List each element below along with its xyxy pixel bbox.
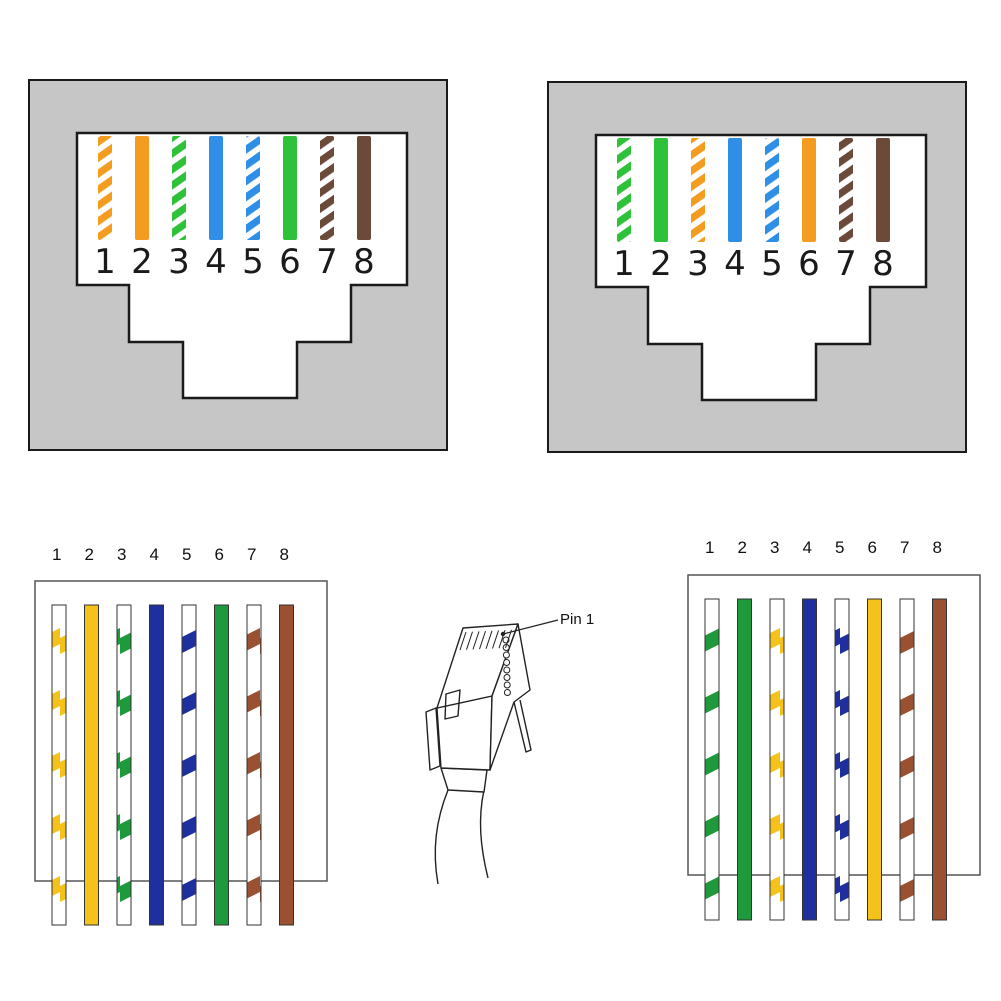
jack-contact-8 — [876, 138, 890, 242]
jack-pin-number: 7 — [316, 242, 338, 282]
wire-number: 7 — [247, 545, 256, 564]
jack-contact-5 — [765, 138, 779, 242]
plug-contact-dot — [503, 674, 511, 681]
jack-contact-4 — [728, 138, 742, 242]
cable-frame — [34, 580, 328, 882]
rj45-plug-illustration — [425, 619, 559, 885]
wire-number: 6 — [215, 545, 224, 564]
wire-6 — [214, 604, 229, 926]
wire-number: 2 — [738, 538, 747, 557]
plug-body-side — [489, 623, 531, 771]
jack-contact-3 — [172, 136, 186, 240]
plug-contact-dot — [503, 681, 511, 689]
plug-boot — [440, 767, 488, 793]
cable-wiring-left: 1 2 3 4 5 6 7 8 — [34, 545, 328, 926]
wire-2 — [737, 598, 752, 921]
plug-contact-dot — [503, 666, 511, 674]
wire-number: 8 — [280, 545, 289, 564]
wire-number: 6 — [868, 538, 877, 557]
jack-pin-number: 8 — [872, 244, 894, 284]
jack-contact-1 — [98, 136, 112, 240]
wire-number: 4 — [150, 545, 159, 564]
plug-contact-slot — [472, 631, 480, 650]
wire-8 — [932, 598, 947, 921]
wire-number: 8 — [933, 538, 942, 557]
pin1-callout-dot — [500, 631, 506, 637]
plug-contacts — [459, 629, 512, 696]
jack-pin-number: 5 — [242, 242, 264, 282]
jack-contact-6 — [283, 136, 297, 240]
jack-contact-7 — [839, 138, 853, 242]
wire-number: 3 — [117, 545, 126, 564]
wire-7 — [246, 604, 262, 926]
jack-pin-number: 1 — [94, 242, 116, 282]
wire-8 — [279, 604, 294, 926]
wire-4 — [802, 598, 817, 921]
wire-1 — [704, 598, 720, 921]
wire-7 — [899, 598, 915, 921]
wire-4 — [149, 604, 164, 926]
wire-number: 1 — [705, 538, 714, 557]
jack-pin-number: 4 — [724, 244, 746, 284]
jack-contact-3 — [691, 138, 705, 242]
plug-contact-slot — [485, 630, 493, 649]
jack-pin-number: 2 — [650, 244, 672, 284]
wire-1 — [51, 604, 67, 926]
wire-number: 4 — [803, 538, 812, 557]
plug-latch-left — [425, 707, 441, 771]
wire-number: 7 — [900, 538, 909, 557]
jack-pin-number: 6 — [798, 244, 820, 284]
wire-6 — [867, 598, 882, 921]
jack-pin-number: 3 — [168, 242, 190, 282]
cable-wiring-right: 1 2 3 4 5 6 7 8 — [687, 538, 981, 921]
plug-contact-slot — [459, 631, 467, 651]
plug-contact-slot — [492, 630, 499, 649]
wire-5 — [834, 598, 850, 921]
pin1-callout-line — [502, 619, 559, 635]
plug-cable — [434, 789, 489, 885]
jack-contact-8 — [357, 136, 371, 240]
wire-number: 2 — [85, 545, 94, 564]
wire-2 — [84, 604, 99, 926]
jack-contact-5 — [246, 136, 260, 240]
jack-contact-1 — [617, 138, 631, 242]
jack-pin-number: 3 — [687, 244, 709, 284]
jack-pin-number: 7 — [835, 244, 857, 284]
jack-contact-2 — [135, 136, 149, 240]
jack-contact-7 — [320, 136, 334, 240]
jack-contact-6 — [802, 138, 816, 242]
plug-contact-slot — [466, 631, 473, 650]
wire-5 — [181, 604, 197, 926]
plug-contact-slot — [479, 630, 486, 650]
wire-number: 5 — [182, 545, 191, 564]
wire-3 — [769, 598, 785, 921]
jack-pin-number: 4 — [205, 242, 227, 282]
jack-pin-number: 6 — [279, 242, 301, 282]
plug-window — [444, 689, 461, 720]
plug-contact-dot — [503, 689, 511, 696]
wire-3 — [116, 604, 132, 926]
cable-frame — [687, 574, 981, 876]
jack-pin-number: 1 — [613, 244, 635, 284]
wire-number: 5 — [835, 538, 844, 557]
jack-contact-2 — [654, 138, 668, 242]
pin1-callout-label: Pin 1 — [560, 611, 594, 628]
jack-pin-number: 5 — [761, 244, 783, 284]
plug-contact-dot — [502, 651, 510, 659]
plug-contact-slot — [505, 629, 512, 649]
plug-contact-dot — [503, 659, 511, 666]
plug-latch — [513, 699, 532, 753]
jack-contact-4 — [209, 136, 223, 240]
wire-number: 1 — [52, 545, 61, 564]
jack-pin-number: 2 — [131, 242, 153, 282]
jack-pin-number: 8 — [353, 242, 375, 282]
wire-number: 3 — [770, 538, 779, 557]
